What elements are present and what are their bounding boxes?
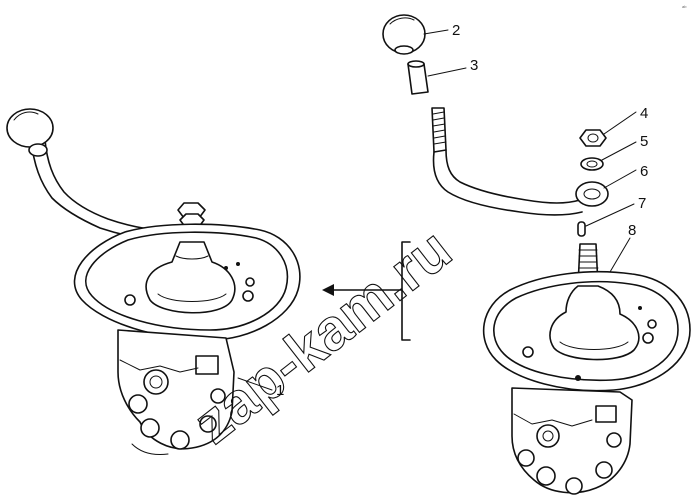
housing-icon <box>482 243 691 495</box>
callout-8: 8 <box>628 222 636 239</box>
leader-line-7 <box>585 203 635 227</box>
callout-7: 7 <box>638 195 646 212</box>
corner-mark: ab <box>682 4 687 9</box>
callout-2: 2 <box>452 22 460 39</box>
lever-knob-icon <box>382 14 426 55</box>
leader-line-8 <box>609 237 631 273</box>
leader-line-4 <box>603 111 637 135</box>
bent-lever-icon <box>431 107 609 216</box>
pin-icon <box>577 221 586 237</box>
assembly-bracket-arrow <box>322 241 411 341</box>
hex-nut-icon <box>579 129 607 147</box>
leader-line-3 <box>427 67 467 77</box>
callout-4: 4 <box>640 105 648 122</box>
callout-1: 1 <box>276 382 284 399</box>
leader-line-6 <box>603 169 637 189</box>
assembled-gearshift-icon <box>6 108 301 455</box>
callout-5: 5 <box>640 133 648 150</box>
lock-washer-icon <box>580 157 604 171</box>
sleeve-icon <box>407 60 429 95</box>
callout-3: 3 <box>470 57 478 74</box>
leader-line-1 <box>237 377 273 391</box>
callout-6: 6 <box>640 163 648 180</box>
leader-line-2 <box>423 29 449 35</box>
leader-line-5 <box>601 141 637 161</box>
